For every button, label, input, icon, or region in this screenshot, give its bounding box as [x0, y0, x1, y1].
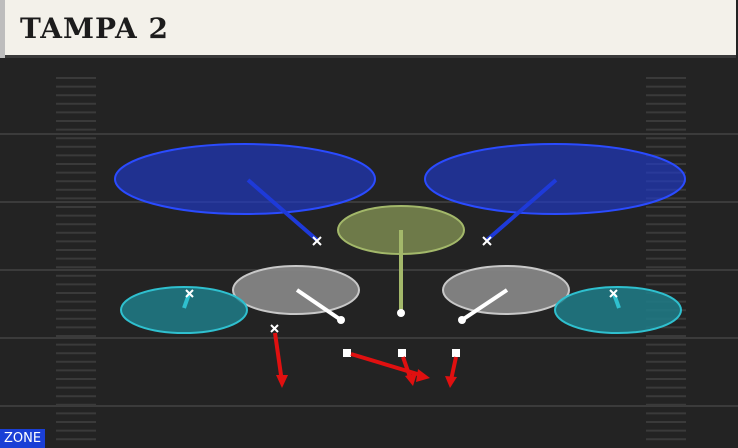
lineman-center: [398, 349, 406, 357]
lineman-left: [343, 349, 351, 357]
corner-right-drop: [612, 293, 621, 309]
corner-left-marker: [185, 289, 194, 298]
rush-center-arrowhead-b: [405, 373, 417, 386]
flat-zone-right: [554, 286, 682, 334]
defensive-end-left-marker: [270, 324, 279, 333]
rush-center-route-a: [350, 352, 425, 378]
deep-zone-left: [114, 143, 376, 215]
rush-left-route: [273, 332, 284, 383]
corner-left-drop: [182, 293, 191, 309]
rush-right-arrowhead: [445, 376, 457, 388]
corner-right-marker: [609, 289, 618, 298]
mike-linebacker-marker: [397, 309, 405, 317]
hash-marks-left: [56, 77, 96, 441]
linebacker-right-drop: [460, 288, 509, 322]
safety-right-marker: [482, 236, 492, 246]
safety-left-drop: [246, 178, 319, 242]
rush-center-arrowhead-a: [416, 369, 430, 382]
play-title: TAMPA 2: [20, 12, 169, 45]
hook-zone-left: [232, 265, 360, 315]
rush-right-route: [449, 356, 458, 381]
linebacker-right-marker: [458, 316, 466, 324]
linebacker-left-marker: [337, 316, 345, 324]
safety-right-drop: [485, 178, 558, 242]
flat-zone-left: [120, 286, 248, 334]
lineman-right: [452, 349, 460, 357]
safety-left-marker: [312, 236, 322, 246]
coverage-type-badge: ZONE: [0, 429, 46, 448]
title-bar: TAMPA 2: [0, 0, 736, 58]
rush-left-arrowhead: [276, 375, 288, 388]
title-accent: [0, 0, 5, 58]
linebacker-left-drop: [295, 288, 343, 322]
